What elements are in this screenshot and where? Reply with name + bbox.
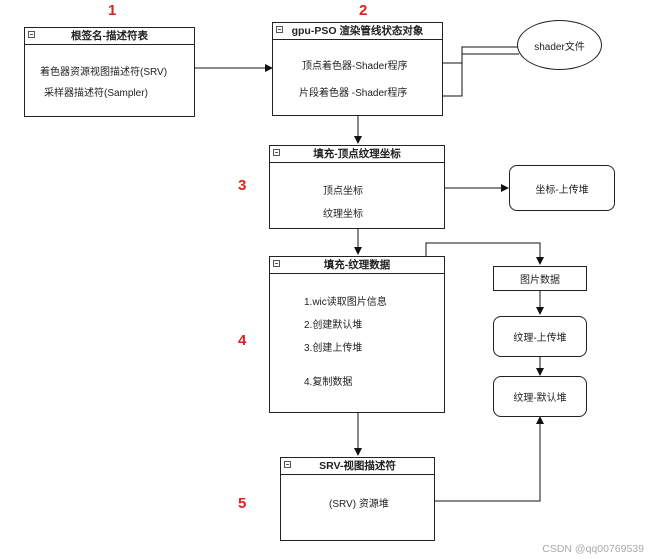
texture-fill-step-2: 2.创建默认堆 xyxy=(304,320,363,331)
step-number-3: 3 xyxy=(238,177,247,194)
step-number-5: 5 xyxy=(238,495,247,512)
watermark: CSDN @qq00769539 xyxy=(542,543,644,555)
root-signature-title: 根签名-描述符表 xyxy=(71,30,148,42)
pso-box[interactable]: gpu-PSO 渲染管线状态对象 xyxy=(272,22,443,116)
image-data-node[interactable]: 图片数据 xyxy=(493,266,587,291)
srv-header: SRV-视图描述符 xyxy=(281,458,434,475)
root-signature-item-srv: 着色器资源视图描述符(SRV) xyxy=(40,67,168,78)
texture-fill-step-1: 1.wic读取图片信息 xyxy=(304,297,387,308)
step-number-4: 4 xyxy=(238,332,247,349)
step-number-1: 1 xyxy=(108,2,117,19)
root-signature-item-sampler: 采样器描述符(Sampler) xyxy=(44,88,148,99)
srv-box[interactable]: SRV-视图描述符 xyxy=(280,457,435,541)
srv-item-resource-heap: (SRV) 资源堆 xyxy=(329,499,389,510)
texture-fill-step-4: 4.复制数据 xyxy=(304,377,353,388)
collapse-icon[interactable] xyxy=(284,461,291,468)
vertex-fill-header: 填充-顶点纹理坐标 xyxy=(270,146,444,163)
collapse-icon[interactable] xyxy=(28,31,35,38)
vertex-fill-box[interactable]: 填充-顶点纹理坐标 xyxy=(269,145,445,229)
vertex-fill-title: 填充-顶点纹理坐标 xyxy=(313,148,401,160)
root-signature-header: 根签名-描述符表 xyxy=(25,28,194,45)
vertex-fill-item-texture-coords: 纹理坐标 xyxy=(323,209,363,220)
texture-fill-step-3: 3.创建上传堆 xyxy=(304,343,363,354)
texture-fill-title: 填充-纹理数据 xyxy=(323,259,391,271)
texture-fill-header: 填充-纹理数据 xyxy=(270,257,444,274)
texture-upload-heap-node[interactable]: 纹理-上传堆 xyxy=(493,316,587,357)
pso-header: gpu-PSO 渲染管线状态对象 xyxy=(273,23,442,40)
collapse-icon[interactable] xyxy=(273,260,280,267)
pso-item-vertex-shader: 顶点着色器-Shader程序 xyxy=(302,61,408,72)
texture-fill-box[interactable]: 填充-纹理数据 xyxy=(269,256,445,413)
pso-item-fragment-shader: 片段着色器 -Shader程序 xyxy=(299,88,408,99)
root-signature-box[interactable]: 根签名-描述符表 xyxy=(24,27,195,117)
vertex-fill-item-vertex-coords: 顶点坐标 xyxy=(323,186,363,197)
pso-title: gpu-PSO 渲染管线状态对象 xyxy=(291,25,424,37)
collapse-icon[interactable] xyxy=(276,26,283,33)
texture-default-heap-node[interactable]: 纹理-默认堆 xyxy=(493,376,587,417)
srv-title: SRV-视图描述符 xyxy=(319,460,396,472)
arrow-srv-heap-to-default xyxy=(412,416,544,502)
step-number-2: 2 xyxy=(359,2,368,19)
shader-file-node[interactable]: shader文件 xyxy=(517,20,602,70)
collapse-icon[interactable] xyxy=(273,149,280,156)
coord-upload-heap-node[interactable]: 坐标-上传堆 xyxy=(509,165,615,211)
